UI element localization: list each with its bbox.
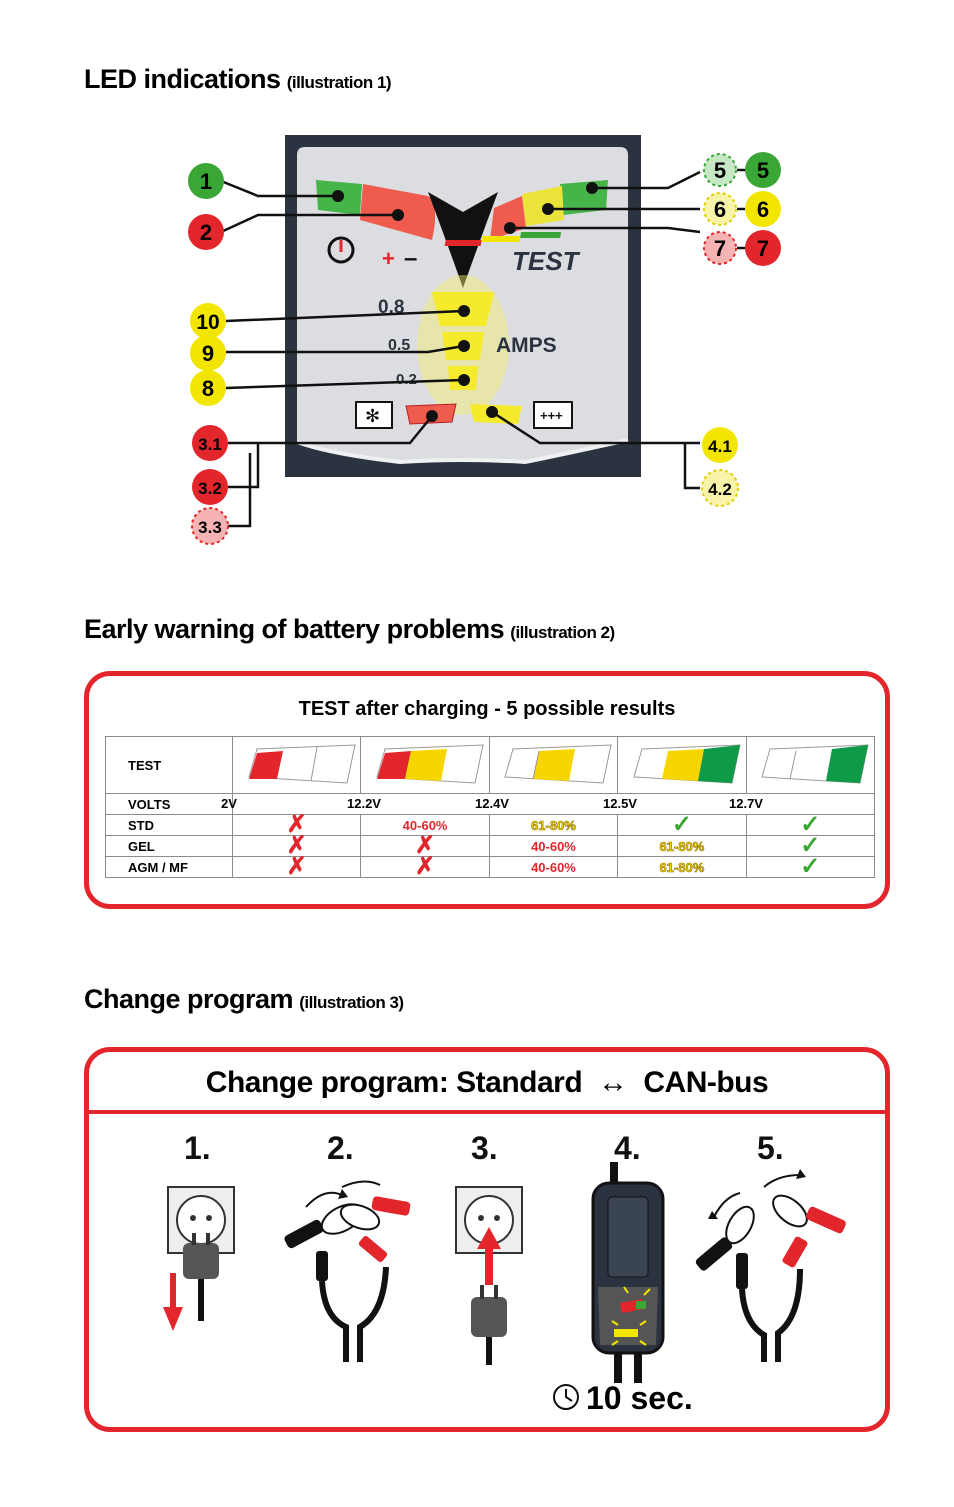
results-table: TEST VOLTS 2V 12.2V 12.4V 12.5V 12.7V ST… — [105, 736, 876, 879]
section-change-program-title: Change program (illustration 3) — [84, 984, 404, 1014]
callout-5: 5 — [757, 158, 769, 183]
results-box: TEST after charging - 5 possible results… — [84, 671, 890, 909]
result-row-std: STD ✗ 40-60% 61-80% ✓ ✓ — [105, 813, 876, 837]
change-program-box: Change program: Standard ↔ CAN-bus 1. 2.… — [84, 1047, 890, 1432]
svg-text:–: – — [404, 245, 417, 272]
volts-1: 2V — [221, 796, 237, 811]
change-program-heading: Change program: Standard ↔ CAN-bus — [205, 1066, 769, 1099]
callout-3-1: 3.1 — [198, 435, 222, 454]
heading-divider — [89, 1110, 885, 1114]
result-range: 40-60% — [488, 856, 619, 878]
callout-3-3: 3.3 — [198, 518, 222, 537]
results-heading: TEST after charging - 5 possible results — [298, 698, 676, 720]
volts-row-label: VOLTS — [105, 793, 233, 815]
step-5: 5. — [757, 1130, 784, 1166]
callout-7-blink: 7 — [714, 236, 726, 261]
test-leds-1 — [231, 736, 362, 794]
callout-5-blink: 5 — [714, 158, 726, 183]
callout-7: 7 — [757, 236, 769, 261]
change-program-steps: 1. 2. 3. 4. 5. — [163, 1130, 846, 1416]
volts-3: 12.4V — [475, 796, 509, 811]
callout-4-2: 4.2 — [708, 480, 732, 499]
test-leds-5 — [745, 736, 876, 794]
callout-8: 8 — [202, 376, 214, 401]
polarity-icon: + — [382, 246, 395, 271]
result-range: 40-60% — [488, 835, 619, 857]
test-leds-2 — [360, 736, 490, 794]
test-leds-4 — [617, 736, 747, 794]
callout-9: 9 — [202, 341, 214, 366]
result-check: ✓ — [745, 813, 876, 837]
result-row-agm: AGM / MF ✗ ✗ 40-60% 61-80% ✓ — [105, 855, 876, 879]
result-x: ✗ — [231, 834, 362, 858]
clock-icon — [553, 1384, 579, 1410]
row-label-gel: GEL — [105, 835, 233, 857]
callout-10: 10 — [196, 311, 219, 334]
svg-text:✻: ✻ — [365, 406, 380, 426]
svg-text:+++: +++ — [540, 408, 563, 423]
test-leds-3 — [488, 736, 619, 794]
result-range: 61-80% — [617, 856, 747, 878]
power-icon — [327, 236, 355, 264]
double-arrow-icon: ↔ — [598, 1066, 628, 1099]
amps-02: 0.2 — [396, 371, 417, 388]
volts-4: 12.5V — [603, 796, 637, 811]
led-indications-illustration: TEST + – 0.8 0.5 0.2 AMPS ✻ +++ — [188, 135, 781, 545]
result-x: ✗ — [231, 855, 362, 879]
result-row-gel: GEL ✗ ✗ 40-60% 61-80% ✓ — [105, 834, 876, 858]
row-label-agm: AGM / MF — [105, 856, 233, 878]
result-x: ✗ — [360, 855, 490, 879]
volts-2: 12.2V — [347, 796, 381, 811]
section-early-warning-title: Early warning of battery problems (illus… — [84, 614, 615, 644]
volts-row: VOLTS 2V 12.2V 12.4V 12.5V 12.7V — [105, 793, 875, 815]
result-check: ✓ — [745, 834, 876, 858]
callout-2: 2 — [200, 220, 212, 245]
timer-label: 10 sec. — [586, 1380, 693, 1416]
volts-5: 12.7V — [729, 796, 763, 811]
result-range: 61-80% — [488, 814, 619, 836]
step-3: 3. — [471, 1130, 498, 1166]
callout-6: 6 — [757, 197, 769, 222]
callout-1: 1 — [200, 169, 212, 194]
callout-3-2: 3.2 — [198, 479, 222, 498]
clamps-disconnect-icon — [284, 1180, 411, 1362]
step-2: 2. — [327, 1130, 354, 1166]
callout-4-1: 4.1 — [708, 437, 732, 456]
test-row-label: TEST — [105, 736, 233, 794]
section-led-title: LED indications (illustration 1) — [84, 64, 392, 94]
unplug-icon — [163, 1186, 235, 1331]
step-1: 1. — [184, 1130, 211, 1166]
amps-05: 0.5 — [388, 337, 410, 354]
test-label: TEST — [512, 246, 581, 276]
row-label-std: STD — [105, 814, 233, 836]
clamps-connect-icon — [695, 1169, 846, 1362]
result-x: ✗ — [360, 834, 490, 858]
plug-in-icon — [455, 1186, 523, 1365]
step-4: 4. — [614, 1130, 641, 1166]
charger-device-icon — [591, 1162, 665, 1383]
callout-6-blink: 6 — [714, 197, 726, 222]
timer: 10 sec. — [553, 1380, 693, 1416]
result-range: 61-80% — [617, 835, 747, 857]
test-row: TEST — [105, 736, 876, 794]
amps-label: AMPS — [496, 334, 557, 357]
result-check: ✓ — [745, 855, 876, 879]
battery-icon — [533, 401, 573, 429]
snowflake-icon — [355, 401, 393, 429]
result-check: ✓ — [617, 813, 747, 837]
